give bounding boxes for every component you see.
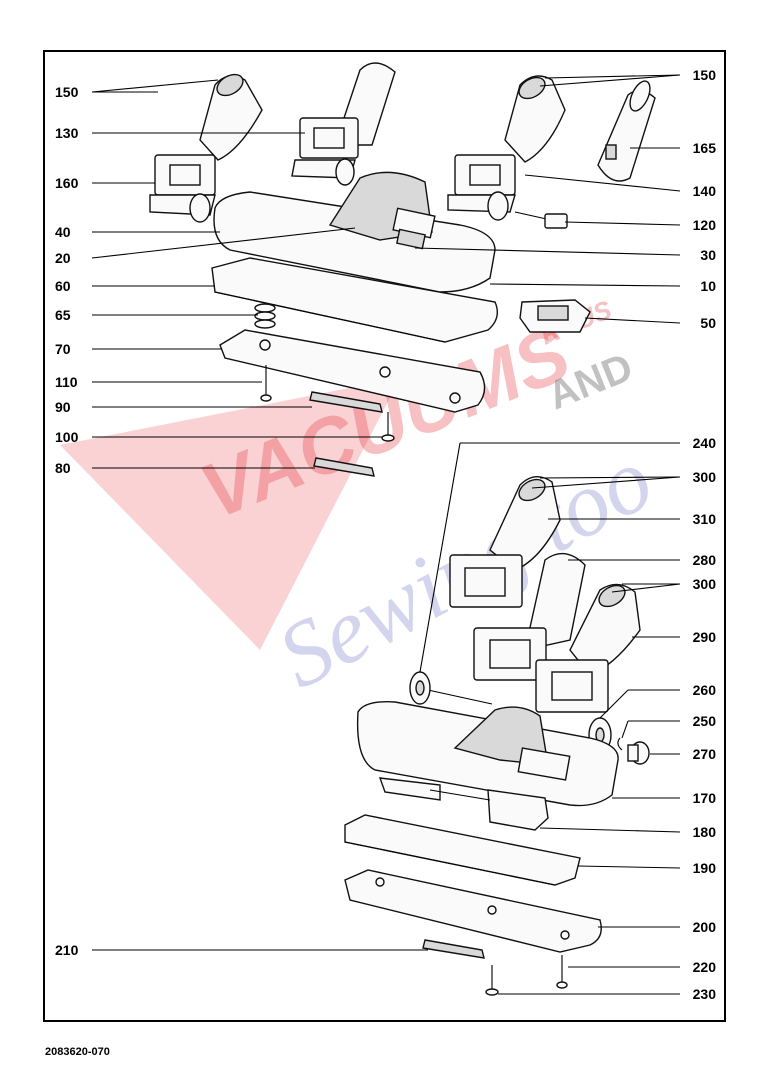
leader-line-right-3-0 <box>564 221 681 226</box>
callout-label-right-16: 170 <box>693 790 717 806</box>
part-housing-top <box>213 171 496 293</box>
callout-label-right-8: 300 <box>693 469 717 485</box>
leader-line-right-13-1 <box>599 689 629 719</box>
leader-line-right-4-0 <box>414 247 681 256</box>
callout-label-right-20: 220 <box>693 959 717 975</box>
part-screw-110 <box>260 365 272 402</box>
part-bar-80 <box>313 457 375 477</box>
part-bar-90 <box>309 391 383 413</box>
part-elbow-middle <box>291 62 396 186</box>
part-elbow-right <box>447 75 566 221</box>
callout-label-left-3: 40 <box>55 224 71 240</box>
upper-assembly <box>149 62 656 477</box>
callout-label-right-18: 190 <box>693 860 717 876</box>
leader-lines <box>91 74 681 995</box>
leader-line-right-8-1 <box>531 476 681 489</box>
leader-line-left-0-0 <box>91 79 219 93</box>
part-elbow-310 <box>449 476 561 608</box>
callout-label-left-10: 100 <box>55 429 79 445</box>
callout-label-left-5: 60 <box>55 278 71 294</box>
callout-labels: 150 130 160 40 20 60 65 70 110 90 100 80 210 150 165 14… <box>55 67 716 1002</box>
leader-line-right-14-1 <box>621 720 629 739</box>
part-sole-plate-70 <box>219 329 486 413</box>
leader-line-right-0-0 <box>544 74 681 79</box>
leader-line-left-4-0 <box>91 227 356 259</box>
leader-line-right-5-0 <box>489 283 681 287</box>
part-bar-210 <box>422 939 485 959</box>
callout-label-right-4: 30 <box>700 247 716 263</box>
callout-label-left-1: 130 <box>55 125 79 141</box>
callout-label-right-3: 120 <box>693 217 717 233</box>
part-pin-120 <box>514 211 568 229</box>
callout-label-right-17: 180 <box>693 824 717 840</box>
part-elbow-290 <box>535 583 641 713</box>
callout-label-right-2: 140 <box>693 183 717 199</box>
part-clip-50 <box>519 299 591 333</box>
part-screw-100 <box>381 412 395 442</box>
leader-line-right-8-0 <box>539 476 681 479</box>
diagram-frame <box>43 50 726 1022</box>
part-housing-170 <box>356 701 619 807</box>
callout-label-right-15: 270 <box>693 746 717 762</box>
callout-label-right-14: 250 <box>693 713 717 729</box>
part-screw-220 <box>556 955 568 989</box>
callout-label-right-11: 300 <box>693 576 717 592</box>
part-brush-plate-60 <box>211 257 498 343</box>
callout-label-right-12: 290 <box>693 629 717 645</box>
leader-line-right-17-0 <box>539 827 681 833</box>
leader-line-right-11-1 <box>611 583 681 593</box>
part-tube-165 <box>597 80 656 182</box>
callout-label-right-7: 240 <box>693 435 717 451</box>
document-code: 2083620-070 <box>45 1046 110 1058</box>
part-brush-plate-190 <box>344 814 581 886</box>
callout-label-right-5: 10 <box>700 278 716 294</box>
part-elbow-left <box>149 73 263 223</box>
callout-label-right-19: 200 <box>693 919 717 935</box>
part-elbow-280 <box>473 552 586 681</box>
callout-label-right-9: 310 <box>693 511 717 527</box>
callout-label-left-6: 65 <box>55 307 71 323</box>
callout-label-left-0: 150 <box>55 84 79 100</box>
part-clip-250 <box>617 737 623 751</box>
callout-label-right-13: 260 <box>693 682 717 698</box>
lower-assembly <box>344 476 650 996</box>
leader-line-right-18-0 <box>577 865 681 869</box>
watermark-v-shape <box>60 378 400 650</box>
callout-label-right-10: 280 <box>693 552 717 568</box>
callout-label-left-12: 210 <box>55 942 79 958</box>
leader-line-right-6-0 <box>584 317 681 324</box>
callout-label-left-2: 160 <box>55 175 79 191</box>
part-cap-270 <box>627 741 650 765</box>
leader-line-right-0-1 <box>539 74 681 87</box>
callout-label-right-21: 230 <box>693 986 717 1002</box>
callout-label-left-11: 80 <box>55 460 71 476</box>
callout-label-right-6: 50 <box>700 315 716 331</box>
callout-label-left-4: 20 <box>55 250 71 266</box>
part-spring-65 <box>254 303 276 329</box>
callout-label-right-1: 165 <box>693 140 717 156</box>
callout-label-left-7: 70 <box>55 341 71 357</box>
callout-label-right-0: 150 <box>693 67 717 83</box>
part-sole-plate-200 <box>344 869 602 953</box>
leader-line-right-7-1 <box>419 442 461 673</box>
callout-label-left-9: 90 <box>55 399 71 415</box>
callout-label-left-8: 110 <box>55 374 78 390</box>
leader-line-right-2-0 <box>524 174 681 192</box>
part-frame-180 <box>378 777 549 831</box>
part-screw-230 <box>485 965 499 996</box>
